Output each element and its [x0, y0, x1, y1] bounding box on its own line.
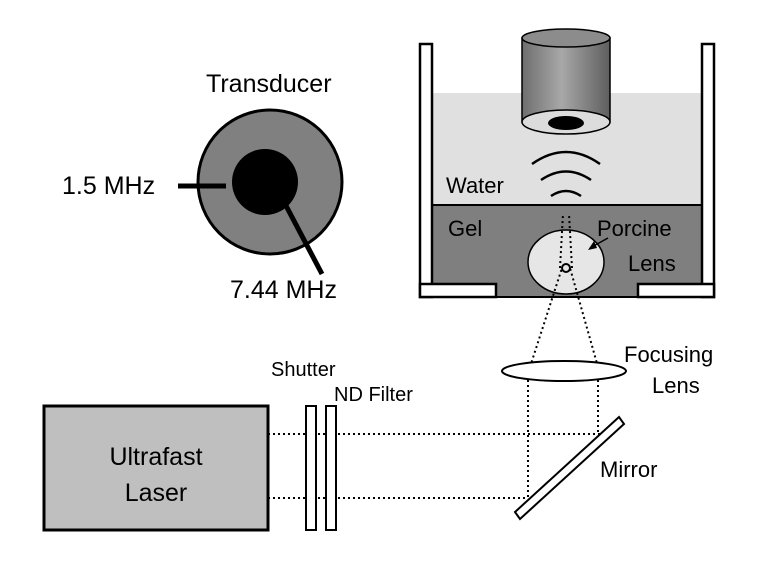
focal-spot [561, 263, 571, 273]
porcine-label-line1: Porcine [597, 216, 672, 241]
inner-element-pointer [280, 198, 325, 276]
ultrafast-laser [42, 404, 270, 532]
focus-cone-left [529, 267, 563, 368]
mirror [513, 415, 626, 521]
ultrasound-probe [521, 28, 611, 135]
porcine-label-line2: Lens [628, 251, 676, 276]
tank-bottom-left-lip [418, 282, 498, 299]
focusing-lens [501, 360, 627, 382]
water-tank: Water Gel Porcine Lens [418, 28, 716, 299]
laser-label-line2: Laser [125, 479, 188, 507]
transducer-label: Transducer [206, 70, 332, 98]
ultrasound-waves [531, 150, 601, 198]
laser-label-line1: Ultrafast [109, 443, 202, 471]
porcine-pointer-head [588, 241, 597, 250]
shutter [305, 405, 317, 531]
laser-beam-paths [268, 213, 602, 499]
focusing-label-line2: Lens [652, 373, 700, 398]
probe-top [521, 28, 611, 48]
focus-exit-right [568, 213, 573, 269]
freq-outer-label: 1.5 MHz [62, 172, 155, 200]
porcine-lens [527, 229, 605, 295]
tank-right-wall [700, 42, 716, 299]
nd-filter [325, 405, 337, 531]
shutter-label: Shutter [271, 359, 336, 381]
transducer-group: Transducer 1.5 MHz 7.44 MHz [62, 70, 344, 304]
wave-arc-2 [540, 170, 592, 182]
wave-arc-3 [550, 189, 582, 198]
water-label: Water [446, 173, 504, 198]
focus-cone-right [569, 267, 599, 368]
focus-exit-left [559, 213, 564, 269]
wave-arc-1 [531, 150, 601, 166]
nd-filter-label: ND Filter [334, 384, 413, 406]
tank-bottom-right-lip [636, 282, 716, 299]
mirror-label: Mirror [600, 457, 657, 482]
probe-center-element [548, 116, 584, 130]
gel-label: Gel [448, 216, 482, 241]
tank-left-wall [418, 42, 434, 299]
freq-inner-label: 7.44 MHz [230, 276, 337, 304]
transducer-inner-element [232, 149, 298, 215]
focusing-label-line1: Focusing [624, 342, 713, 367]
